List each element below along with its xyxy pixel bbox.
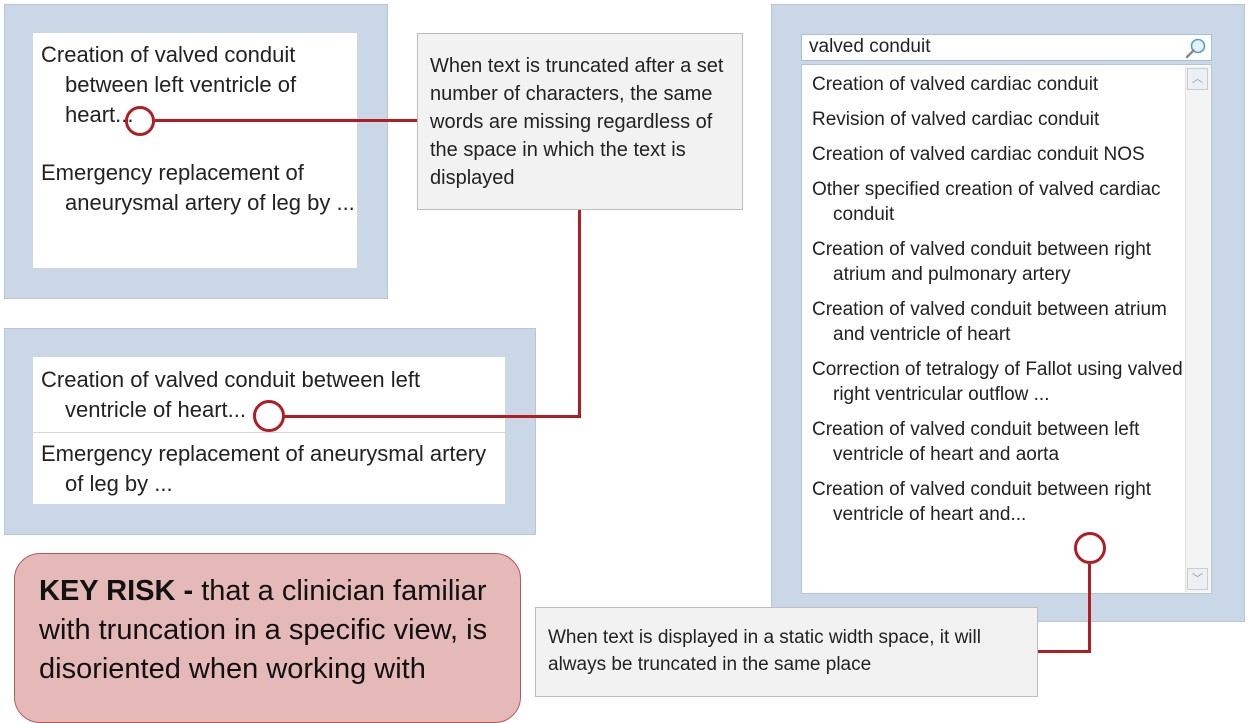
ellipsis-highlight-circle — [125, 106, 155, 136]
key-risk-box: KEY RISK - that a clinician familiar wit… — [14, 553, 521, 723]
result-item[interactable]: Revision of valved cardiac conduit — [812, 109, 1100, 130]
scroll-down-icon[interactable]: ﹀ — [1187, 568, 1208, 590]
result-item[interactable]: Correction of tetralogy of Fallot using … — [812, 359, 1183, 405]
result-item[interactable]: Creation of valved conduit between left … — [812, 419, 1140, 465]
connector-line — [1038, 650, 1091, 653]
connector-line — [284, 415, 581, 418]
key-risk-label: KEY RISK - — [39, 575, 194, 607]
result-item[interactable]: Creation of valved conduit between right… — [812, 239, 1152, 285]
narrow-view-list: Creation of valved conduit between left … — [33, 33, 357, 268]
list-item[interactable]: Creation of valved conduit between left … — [41, 367, 421, 422]
result-item[interactable]: Creation of valved cardiac conduit — [812, 74, 1099, 95]
connector-line — [578, 210, 581, 418]
search-icon[interactable] — [1185, 37, 1207, 59]
divider — [33, 432, 505, 433]
list-item[interactable]: Emergency replacement of aneurysmal arte… — [41, 441, 487, 496]
result-item[interactable]: Creation of valved conduit between right… — [812, 479, 1152, 525]
results: Creation of valved cardiac conduit Revis… — [812, 72, 1183, 537]
search-results-list: Creation of valved cardiac conduit Revis… — [801, 64, 1212, 594]
scrollbar[interactable]: ︿ ﹀ — [1185, 66, 1210, 592]
result-item[interactable]: Creation of valved cardiac conduit NOS — [812, 144, 1145, 165]
scroll-up-icon[interactable]: ︿ — [1187, 68, 1208, 90]
result-item[interactable]: Other specified creation of valved cardi… — [812, 179, 1161, 225]
key-risk-text: that a clinician familiar with truncatio… — [39, 575, 488, 685]
list-item[interactable]: Emergency replacement of aneurysmal arte… — [41, 160, 355, 215]
ellipsis-highlight-circle — [253, 400, 285, 432]
connector-line — [1088, 564, 1091, 653]
search-input-value: valved conduit — [809, 36, 931, 57]
connector-line — [155, 119, 417, 122]
callout-static-width: When text is displayed in a static width… — [535, 607, 1038, 697]
ellipsis-highlight-circle — [1074, 532, 1106, 564]
result-item[interactable]: Creation of valved conduit between atriu… — [812, 299, 1167, 345]
list-item[interactable]: Creation of valved conduit between left … — [41, 42, 297, 127]
search-input[interactable]: valved conduit — [801, 34, 1212, 61]
callout-fixed-characters: When text is truncated after a set numbe… — [417, 33, 743, 210]
